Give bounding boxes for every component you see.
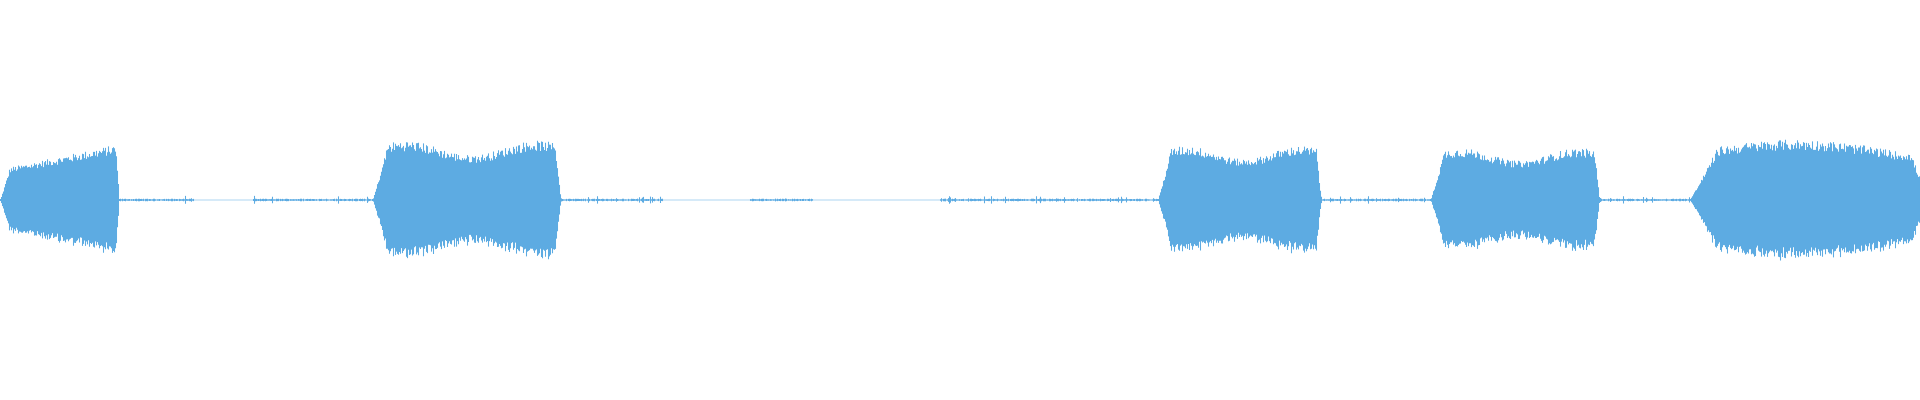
waveform-silence-segment xyxy=(1319,196,1432,204)
waveform-sound-segment xyxy=(1429,148,1601,251)
waveform-silence-segment xyxy=(559,196,664,204)
waveform-silence-segment xyxy=(1598,196,1691,204)
waveform-sound-segment xyxy=(1688,139,1920,261)
waveform-sound-segment xyxy=(1156,146,1322,254)
waveform-silence-segment xyxy=(749,198,814,202)
waveform-sound-segment xyxy=(371,140,562,260)
waveform-silence-segment xyxy=(939,196,1159,204)
waveform-samples xyxy=(0,139,1920,261)
waveform-silence-segment xyxy=(252,195,374,204)
waveform-sound-segment xyxy=(0,146,121,253)
waveform-silence-segment xyxy=(118,195,195,204)
